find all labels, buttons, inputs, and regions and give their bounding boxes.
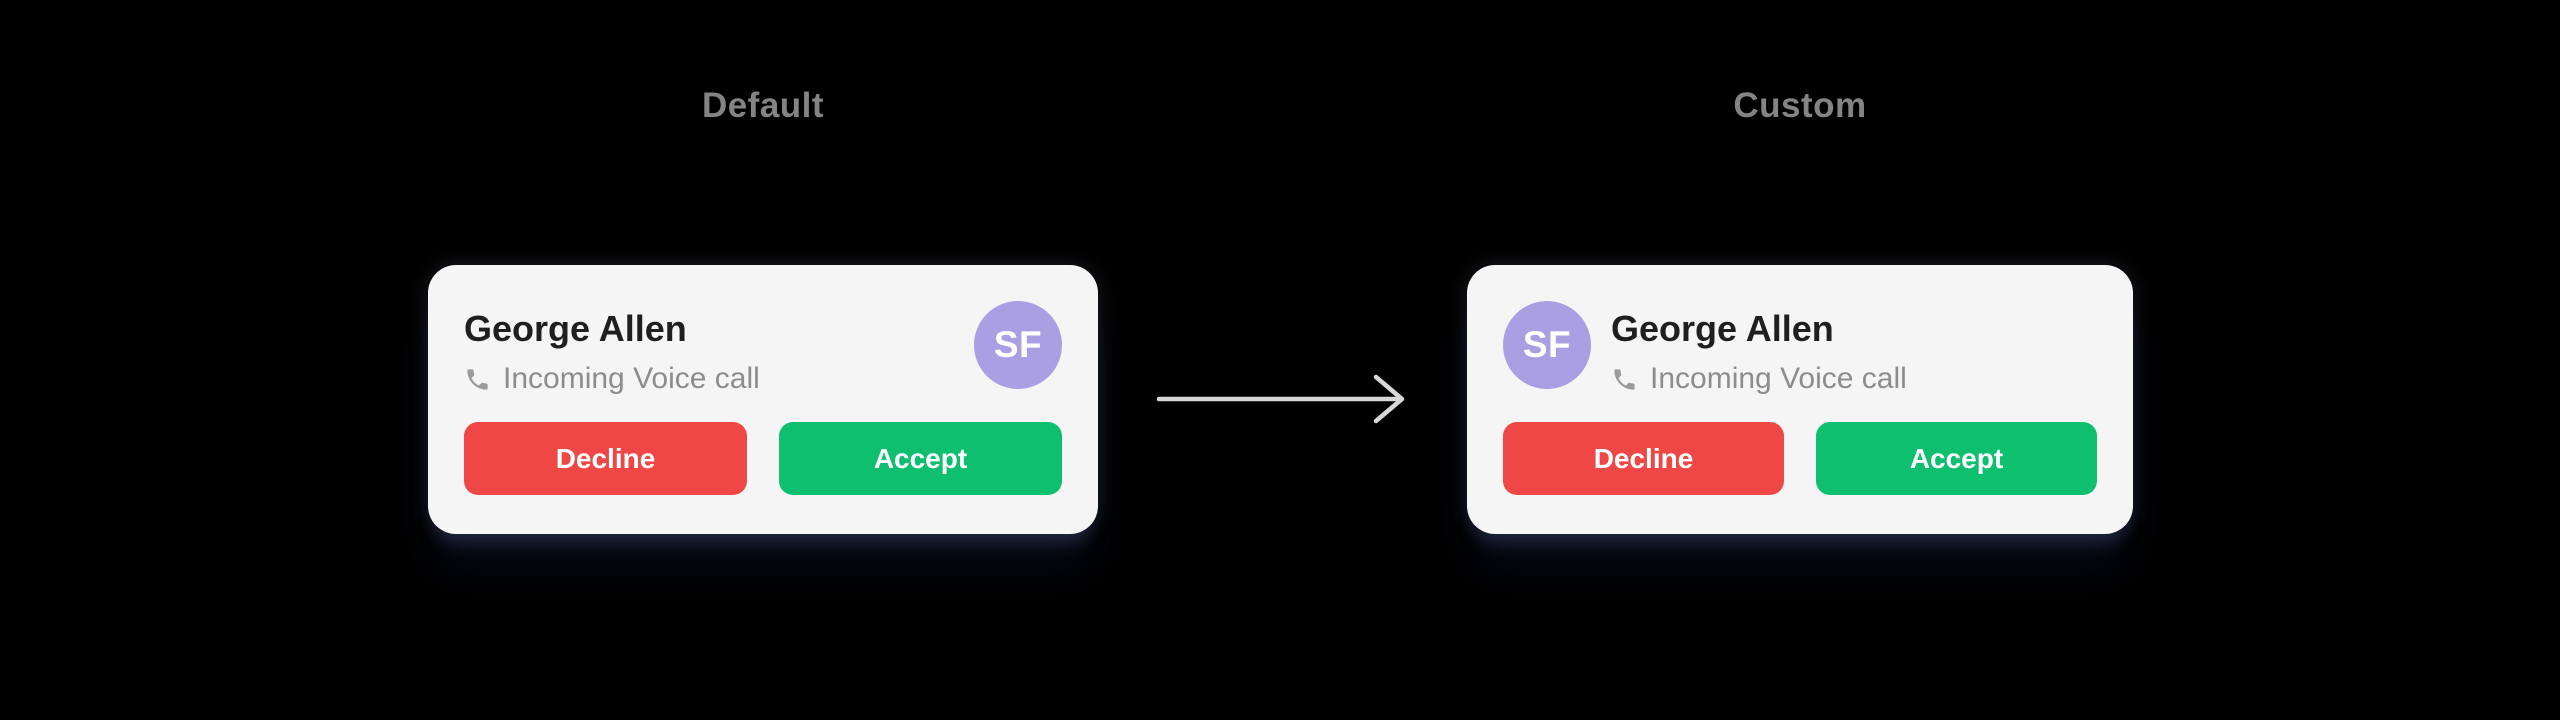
accept-button[interactable]: Accept: [1816, 422, 2097, 495]
call-actions: Decline Accept: [1503, 422, 2097, 495]
caller-info: George Allen Incoming Voice call: [464, 308, 974, 396]
call-actions: Decline Accept: [464, 422, 1062, 495]
call-type-label: Incoming Voice call: [1650, 362, 1907, 395]
decline-button[interactable]: Decline: [464, 422, 747, 495]
call-type-label: Incoming Voice call: [503, 362, 760, 395]
card-header: SF George Allen Incoming Voice call: [1467, 265, 2133, 396]
phone-icon: [464, 366, 491, 393]
call-card-custom: SF George Allen Incoming Voice call Decl…: [1467, 265, 2133, 534]
avatar: SF: [1503, 301, 1591, 389]
call-type-row: Incoming Voice call: [464, 362, 974, 396]
caller-info: George Allen Incoming Voice call: [1611, 308, 1907, 396]
section-title-default: Default: [701, 86, 825, 125]
avatar-initials: SF: [993, 324, 1043, 365]
decline-button[interactable]: Decline: [1503, 422, 1784, 495]
avatar-initials: SF: [1522, 324, 1572, 365]
arrow-right-icon: [1150, 368, 1412, 430]
call-card-default: George Allen Incoming Voice call SF Decl…: [428, 265, 1098, 534]
caller-name: George Allen: [464, 308, 687, 349]
caller-name: George Allen: [1611, 308, 1834, 349]
call-type-row: Incoming Voice call: [1611, 362, 1907, 396]
phone-icon: [1611, 366, 1638, 393]
section-title-custom: Custom: [1733, 86, 1867, 125]
avatar: SF: [974, 301, 1062, 389]
card-header: George Allen Incoming Voice call SF: [428, 265, 1098, 396]
accept-button[interactable]: Accept: [779, 422, 1062, 495]
